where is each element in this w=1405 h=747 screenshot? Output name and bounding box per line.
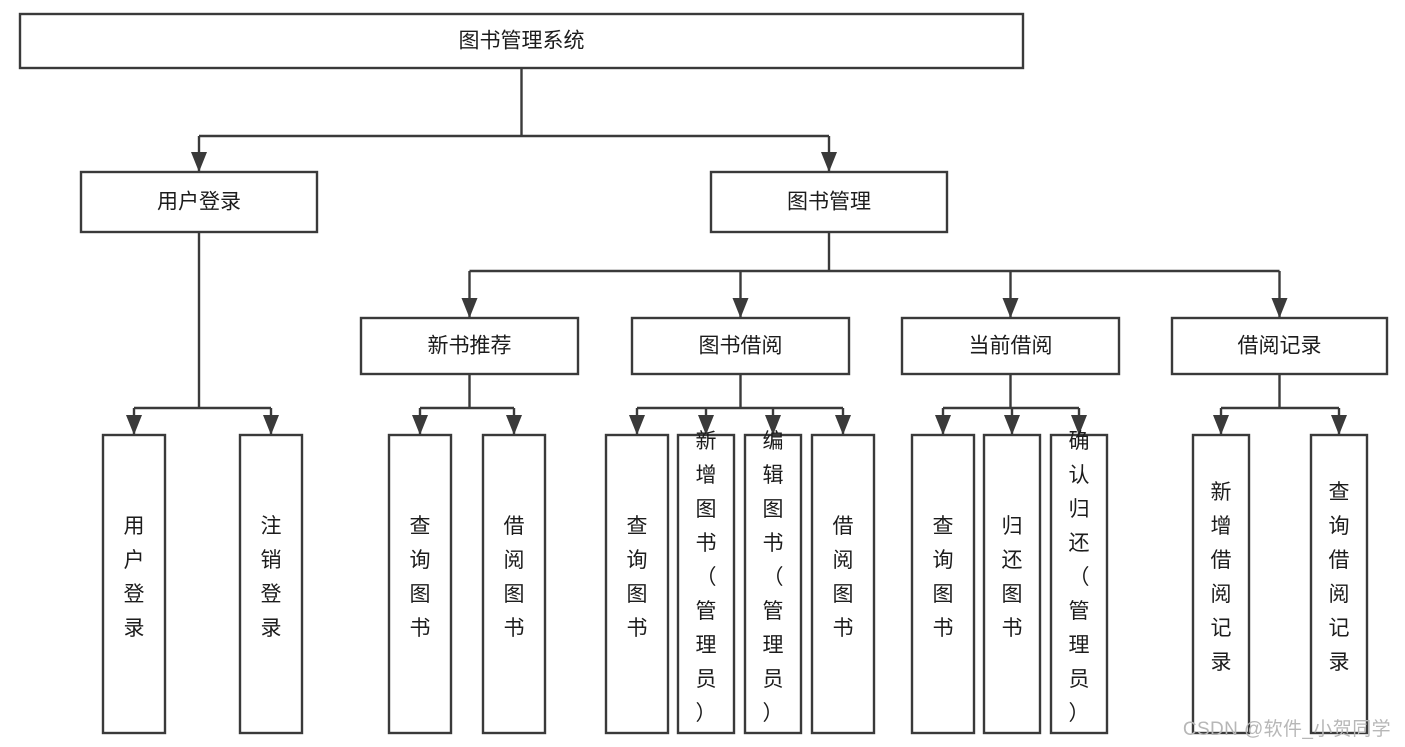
arrow-head bbox=[629, 415, 645, 435]
node-borrow-record-label: 借阅记录 bbox=[1238, 335, 1322, 358]
leaf-query-book-borrow-label: 查询图书 bbox=[627, 515, 648, 640]
leaf-query-book-current-label: 查询图书 bbox=[933, 515, 954, 640]
node-user-login[interactable]: 用户登录 bbox=[79, 170, 319, 234]
leaf-add-book-admin[interactable]: 新增图书（管理员） bbox=[676, 430, 736, 735]
leaf-query-borrow-record-box[interactable] bbox=[1309, 433, 1369, 735]
connector-layer bbox=[126, 68, 1347, 435]
leaf-add-book-admin-box[interactable] bbox=[676, 433, 736, 735]
leaf-confirm-return-admin-box[interactable] bbox=[1049, 433, 1109, 735]
leaf-borrow-book-box[interactable] bbox=[810, 433, 876, 735]
leaf-edit-book-admin[interactable]: 编辑图书（管理员） bbox=[743, 430, 803, 735]
leaf-borrow-book[interactable]: 借阅图书 bbox=[810, 433, 876, 735]
node-current-borrow[interactable]: 当前借阅 bbox=[900, 316, 1121, 376]
leaf-user-logout[interactable]: 注销登录 bbox=[238, 433, 304, 735]
arrow-head bbox=[698, 415, 714, 435]
leaf-query-book-recommend-label: 查询图书 bbox=[410, 515, 431, 640]
node-borrow-record[interactable]: 借阅记录 bbox=[1170, 316, 1389, 376]
node-new-book-recommend[interactable]: 新书推荐 bbox=[359, 316, 580, 376]
leaf-confirm-return-admin[interactable]: 确认归还（管理员） bbox=[1049, 430, 1109, 735]
leaf-borrow-book-label: 借阅图书 bbox=[833, 515, 854, 640]
node-new-book-recommend-label: 新书推荐 bbox=[428, 335, 512, 358]
leaf-query-book-borrow[interactable]: 查询图书 bbox=[604, 433, 670, 735]
node-current-borrow-label: 当前借阅 bbox=[969, 335, 1053, 358]
leaf-add-borrow-record-label: 新增借阅记录 bbox=[1211, 481, 1232, 674]
node-book-borrow-box[interactable] bbox=[630, 316, 851, 376]
leaf-user-login-label: 用户登录 bbox=[124, 515, 145, 640]
leaf-user-logout-box[interactable] bbox=[238, 433, 304, 735]
leaf-borrow-book-recommend[interactable]: 借阅图书 bbox=[481, 433, 547, 735]
node-book-borrow[interactable]: 图书借阅 bbox=[630, 316, 851, 376]
arrow-head bbox=[821, 152, 837, 172]
csdn-watermark: CSDN @软件_小贺同学 bbox=[1182, 719, 1391, 740]
arrow-head bbox=[412, 415, 428, 435]
arrow-head bbox=[1331, 415, 1347, 435]
arrow-head bbox=[191, 152, 207, 172]
arrow-head bbox=[1271, 298, 1288, 318]
leaf-add-borrow-record-box[interactable] bbox=[1191, 433, 1251, 735]
node-new-book-recommend-box[interactable] bbox=[359, 316, 580, 376]
node-current-borrow-box[interactable] bbox=[900, 316, 1121, 376]
node-layer: 图书管理系统用户登录用户登录注销登录图书管理新书推荐查询图书借阅图书图书借阅查询… bbox=[18, 12, 1389, 735]
node-borrow-record-box[interactable] bbox=[1170, 316, 1389, 376]
arrow-head bbox=[732, 298, 749, 318]
node-book-borrow-label: 图书借阅 bbox=[699, 335, 783, 358]
arrow-head bbox=[835, 415, 851, 435]
arrow-head bbox=[1213, 415, 1229, 435]
leaf-add-book-admin-label: 新增图书（管理员） bbox=[696, 430, 717, 725]
leaf-query-book-recommend[interactable]: 查询图书 bbox=[387, 433, 453, 735]
leaf-confirm-return-admin-label: 确认归还（管理员） bbox=[1069, 430, 1090, 725]
leaf-borrow-book-recommend-box[interactable] bbox=[481, 433, 547, 735]
node-root-system[interactable]: 图书管理系统 bbox=[18, 12, 1025, 70]
leaf-edit-book-admin-box[interactable] bbox=[743, 433, 803, 735]
node-user-login-label: 用户登录 bbox=[157, 191, 241, 214]
arrow-head bbox=[765, 415, 781, 435]
leaf-query-book-current-box[interactable] bbox=[910, 433, 976, 735]
node-user-login-box[interactable] bbox=[79, 170, 319, 234]
leaf-query-borrow-record-label: 查询借阅记录 bbox=[1329, 481, 1350, 674]
leaf-query-book-borrow-box[interactable] bbox=[604, 433, 670, 735]
leaf-return-book[interactable]: 归还图书 bbox=[982, 433, 1042, 735]
leaf-return-book-box[interactable] bbox=[982, 433, 1042, 735]
leaf-user-logout-label: 注销登录 bbox=[261, 515, 282, 640]
leaf-add-borrow-record[interactable]: 新增借阅记录 bbox=[1191, 433, 1251, 735]
leaf-borrow-book-recommend-label: 借阅图书 bbox=[504, 515, 525, 640]
arrow-head bbox=[1071, 415, 1087, 435]
node-root-system-label: 图书管理系统 bbox=[459, 30, 585, 53]
leaf-return-book-label: 归还图书 bbox=[1002, 515, 1023, 640]
leaf-query-borrow-record[interactable]: 查询借阅记录 bbox=[1309, 433, 1369, 735]
leaf-query-book-current[interactable]: 查询图书 bbox=[910, 433, 976, 735]
arrow-head bbox=[1004, 415, 1020, 435]
arrow-head bbox=[506, 415, 522, 435]
arrow-head bbox=[126, 415, 142, 435]
arrow-head bbox=[263, 415, 279, 435]
node-book-management-box[interactable] bbox=[709, 170, 949, 234]
node-book-management[interactable]: 图书管理 bbox=[709, 170, 949, 234]
arrow-head bbox=[461, 298, 478, 318]
leaf-user-login-box[interactable] bbox=[101, 433, 167, 735]
leaf-edit-book-admin-label: 编辑图书（管理员） bbox=[763, 430, 784, 725]
leaf-query-book-recommend-box[interactable] bbox=[387, 433, 453, 735]
node-root-system-box[interactable] bbox=[18, 12, 1025, 70]
arrow-head bbox=[935, 415, 951, 435]
node-book-management-label: 图书管理 bbox=[787, 191, 871, 214]
arrow-head bbox=[1002, 298, 1019, 318]
leaf-user-login[interactable]: 用户登录 bbox=[101, 433, 167, 735]
